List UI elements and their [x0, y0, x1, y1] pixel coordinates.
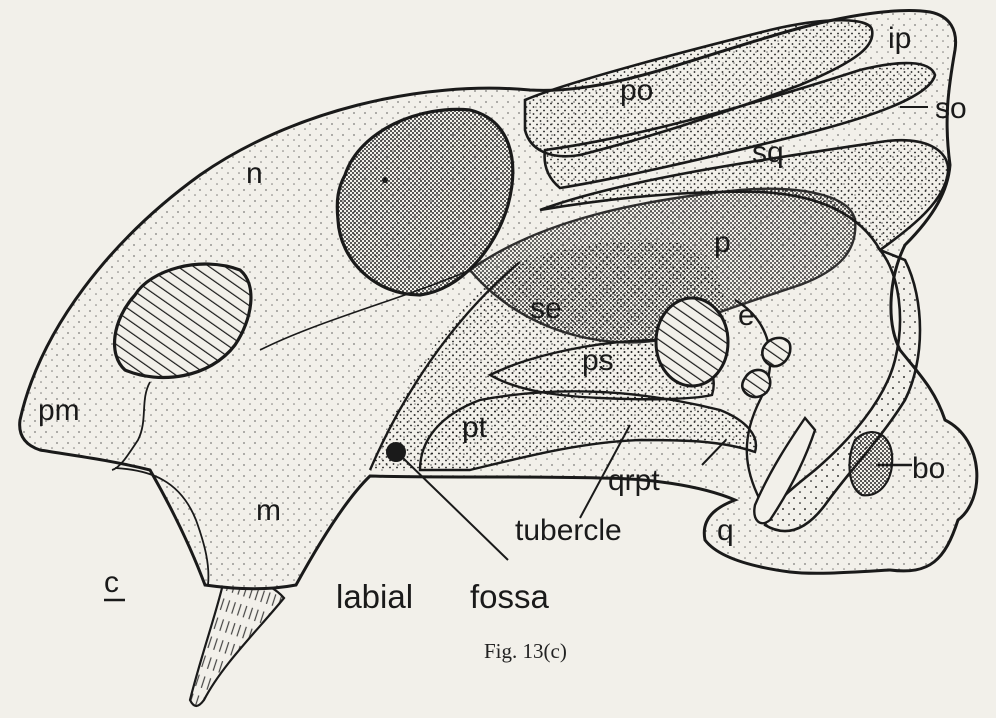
label-bo: bo — [912, 452, 945, 485]
label-sq: sq — [752, 136, 784, 169]
epipterygoid-foramen — [656, 298, 728, 386]
label-p: p — [714, 226, 731, 259]
label-n: n — [246, 157, 263, 190]
label-so: so — [935, 92, 967, 125]
label-pm: pm — [38, 394, 80, 427]
foramen-upper — [762, 338, 790, 366]
foramen-lower — [742, 370, 770, 397]
label-po: po — [620, 74, 653, 107]
label-pt: pt — [462, 411, 488, 444]
panel-letter: c — [104, 566, 119, 599]
label-se: se — [530, 292, 562, 325]
label-ps: ps — [582, 344, 614, 377]
label-qrpt: qrpt — [608, 464, 660, 497]
label-fossa: fossa — [470, 578, 550, 615]
label-q: q — [717, 514, 734, 547]
label-labial: labial — [336, 578, 413, 615]
label-tubercle: tubercle — [515, 514, 622, 547]
figure-caption: Fig. 13(c) — [484, 639, 567, 663]
label-ip: ip — [888, 22, 911, 55]
label-e: e — [738, 299, 755, 332]
label-m: m — [256, 494, 281, 527]
